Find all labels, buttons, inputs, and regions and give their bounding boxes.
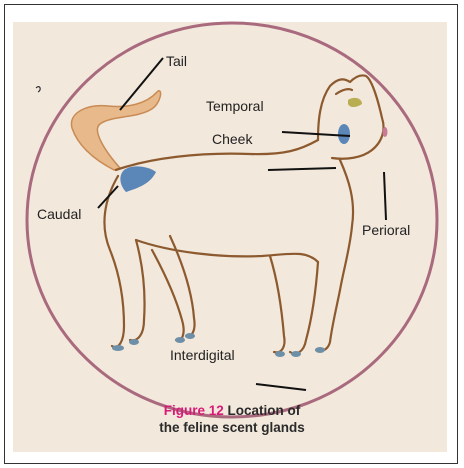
temporal-leader-line <box>268 168 336 170</box>
caudal-leader-line <box>98 186 118 208</box>
figure-number: Figure 12 <box>164 403 224 418</box>
cat-outline <box>104 75 383 353</box>
caudal-gland <box>120 166 156 192</box>
cat-tail <box>71 91 160 170</box>
cheek-gland <box>338 124 350 144</box>
figure-caption: Figure 12 Location of the feline scent g… <box>0 402 464 436</box>
perioral-leader-line <box>384 172 386 220</box>
caption-line-1: Location of <box>228 403 301 418</box>
caption-line-2: the feline scent glands <box>0 419 464 436</box>
label-tail: Tail <box>166 53 187 69</box>
label-caudal: Caudal <box>37 206 81 222</box>
interdigital-leader-line <box>256 384 306 390</box>
label-interdigital: Interdigital <box>170 347 235 363</box>
label-perioral: Perioral <box>362 222 410 238</box>
label-cheek: Cheek <box>212 131 252 147</box>
temporal-gland <box>348 98 362 107</box>
label-temporal: Temporal <box>206 98 264 114</box>
perioral-gland <box>383 127 388 137</box>
stray-mark <box>36 87 40 92</box>
